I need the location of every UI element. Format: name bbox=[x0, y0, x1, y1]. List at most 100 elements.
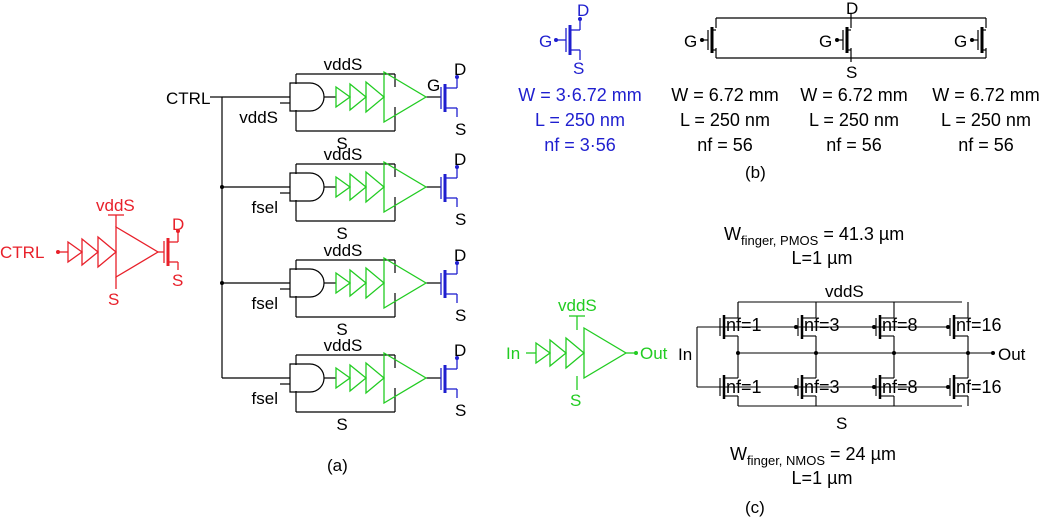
left-supply-label: vddS bbox=[96, 196, 135, 215]
panel-a-junction bbox=[220, 281, 224, 285]
drain-dot bbox=[455, 75, 459, 79]
and-gate bbox=[289, 268, 325, 298]
pmos-nf-label: nf=1 bbox=[726, 315, 762, 335]
output-dot bbox=[991, 351, 995, 355]
panel-b-symbol-gate: G bbox=[539, 32, 552, 51]
panel-a-row-wires bbox=[280, 163, 441, 222]
panel-a-buffer bbox=[335, 352, 427, 404]
nf-label: nf = 56 bbox=[826, 135, 882, 155]
gate-label: G bbox=[954, 32, 967, 51]
panel-a-transistor bbox=[440, 78, 458, 117]
panel-c-nmos-width: Wfinger, NMOS = 24 µm bbox=[730, 444, 896, 468]
gate-dot bbox=[835, 38, 839, 42]
and-gate bbox=[289, 82, 325, 112]
panel-c-buffer-input: In bbox=[506, 344, 520, 363]
panel-a-transistor bbox=[440, 168, 458, 207]
panel-c-pmos-width: Wfinger, PMOS = 41.3 µm bbox=[724, 224, 904, 248]
panel-b-drain-dot bbox=[578, 17, 582, 21]
left-input-dot bbox=[56, 250, 60, 254]
gate-junction bbox=[946, 385, 950, 389]
gate-dot bbox=[700, 38, 704, 42]
panel-a-junction bbox=[220, 185, 224, 189]
panel-b-symbol-l: L = 250 nm bbox=[535, 110, 625, 130]
left-drain-label: D bbox=[172, 215, 184, 234]
panel-c-pmos-length: L=1 µm bbox=[792, 248, 853, 268]
nmos-nf-label: nf=16 bbox=[956, 377, 1002, 397]
buffer-chain bbox=[335, 352, 427, 404]
buffer-chain bbox=[335, 257, 427, 309]
panel-b-symbol bbox=[556, 20, 581, 60]
row-supply-label: vddS bbox=[324, 55, 363, 74]
nf-label: nf = 56 bbox=[697, 135, 753, 155]
row-input-label: vddS bbox=[239, 108, 278, 127]
row-drain-label: D bbox=[454, 60, 466, 79]
panel-a-row-wires bbox=[280, 73, 441, 132]
panel-c-input: In bbox=[678, 345, 692, 364]
panel-c-buffer-ground: S bbox=[570, 391, 581, 410]
gate-junction bbox=[872, 385, 876, 389]
length-label: L = 250 nm bbox=[809, 110, 899, 130]
drain-dot bbox=[455, 356, 459, 360]
panel-b-symbol-nf: nf = 3·56 bbox=[544, 135, 616, 155]
panel-a-transistor bbox=[440, 264, 458, 303]
left-drain-dot bbox=[176, 229, 180, 233]
row-source-label: S bbox=[455, 306, 466, 325]
pmos-nf-label: nf=8 bbox=[882, 315, 918, 335]
length-label: L = 250 nm bbox=[680, 110, 770, 130]
row-source-label: S bbox=[455, 120, 466, 139]
gate-junction bbox=[794, 385, 798, 389]
out-junction bbox=[736, 351, 740, 355]
panel-b-bus-drain: D bbox=[846, 0, 858, 18]
row-input-label: fsel bbox=[252, 294, 278, 313]
panel-c-ground: S bbox=[836, 414, 847, 433]
panel-c-output: Out bbox=[998, 345, 1026, 364]
gate-label: G bbox=[819, 32, 832, 51]
row-drain-label: D bbox=[454, 341, 466, 360]
row-drain-label: D bbox=[454, 246, 466, 265]
panel-b-bus bbox=[715, 14, 987, 62]
nmos-nf-label: nf=3 bbox=[804, 377, 840, 397]
row-supply-label: vddS bbox=[324, 145, 363, 164]
panel-a-row-wires bbox=[280, 259, 441, 318]
out-junction bbox=[966, 351, 970, 355]
gate-label: G bbox=[684, 32, 697, 51]
panel-c-buffer-supply: vddS bbox=[558, 296, 597, 315]
row-ground-label: S bbox=[336, 320, 347, 339]
gate-junction bbox=[794, 325, 798, 329]
transistor-body bbox=[702, 27, 716, 53]
panel-a-caption: (a) bbox=[327, 456, 348, 475]
panel-a-buffer bbox=[335, 257, 427, 309]
left-switch-symbol bbox=[58, 214, 179, 289]
panel-c-buffer bbox=[526, 315, 636, 390]
gate-junction bbox=[872, 325, 876, 329]
panel-b-caption: (b) bbox=[745, 163, 766, 182]
row-supply-label: vddS bbox=[324, 241, 363, 260]
panel-a-buffer bbox=[335, 161, 427, 213]
column-wires bbox=[797, 302, 817, 406]
row-ground-label: S bbox=[336, 134, 347, 153]
column-wires bbox=[875, 302, 895, 406]
column-wires bbox=[719, 302, 739, 406]
row-source-label: S bbox=[455, 401, 466, 420]
panel-b-symbol-drain: D bbox=[577, 1, 589, 20]
out-junction bbox=[892, 351, 896, 355]
width-label: W = 6.72 mm bbox=[932, 85, 1040, 105]
nmos-nf-label: nf=8 bbox=[882, 377, 918, 397]
left-ground-label: S bbox=[108, 290, 119, 309]
panel-a-transistor bbox=[440, 359, 458, 398]
row-supply-label: vddS bbox=[324, 336, 363, 355]
bank-column: nf=1nf=1 bbox=[719, 302, 762, 406]
buffer-chain bbox=[335, 71, 427, 123]
row-source-label: S bbox=[455, 210, 466, 229]
panel-b-bus-source: S bbox=[846, 63, 857, 82]
transistor-body bbox=[972, 27, 986, 53]
